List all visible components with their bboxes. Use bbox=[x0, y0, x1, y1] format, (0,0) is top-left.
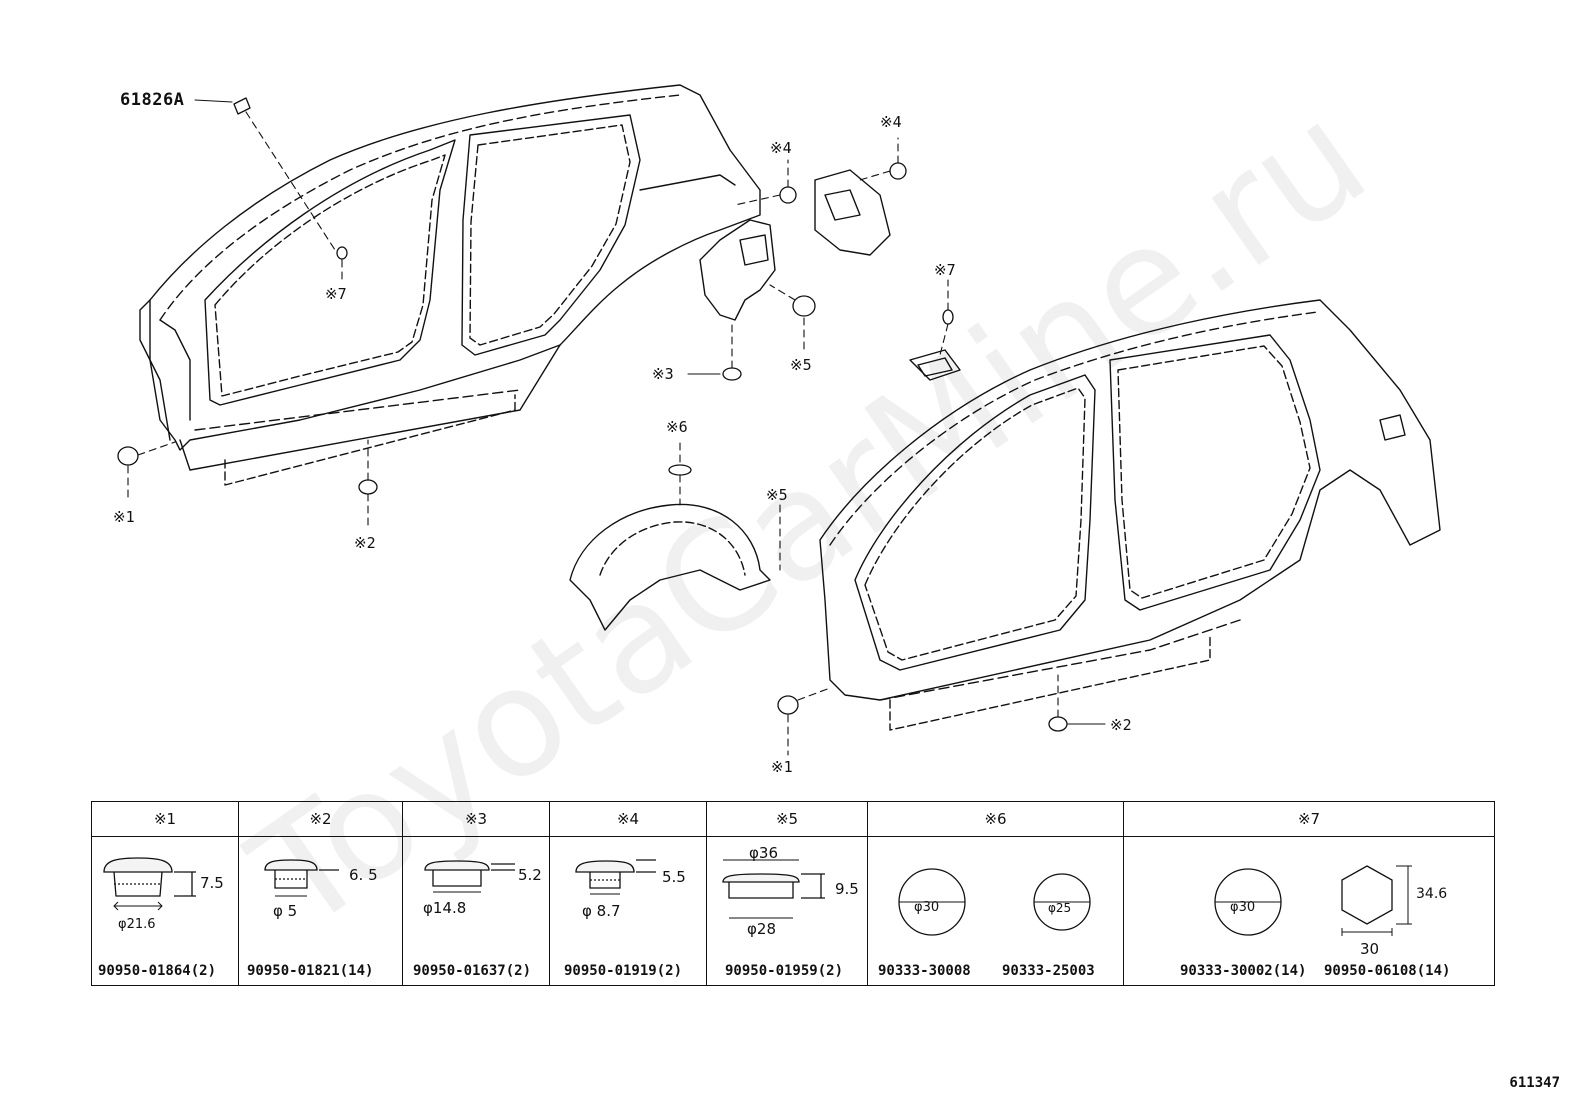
left-side-panel bbox=[139, 84, 761, 486]
callout-4-b: ※4 bbox=[880, 113, 902, 131]
callout-4-a: ※4 bbox=[770, 139, 792, 157]
right-side-panel bbox=[819, 299, 1441, 731]
column-head-4: ※4 bbox=[550, 802, 706, 837]
callout-7-right: ※7 bbox=[934, 261, 956, 279]
part-number-7a: 90333-30002(14) bbox=[1180, 963, 1307, 979]
callout-2-left: ※2 bbox=[354, 534, 376, 552]
callout-7-left: ※7 bbox=[325, 285, 347, 303]
illustration-code: 611347 bbox=[1509, 1075, 1560, 1091]
callout-5-b: ※5 bbox=[766, 486, 788, 504]
dim-hex-height-7: 34.6 bbox=[1416, 886, 1448, 902]
dim-diameter-2: φ 5 bbox=[273, 902, 298, 920]
callout-5-a: ※5 bbox=[790, 356, 812, 374]
dim-diameter-4: φ 8.7 bbox=[582, 902, 621, 920]
part-number-3: 90950-01637(2) bbox=[413, 963, 532, 979]
callout-6: ※6 bbox=[666, 418, 688, 436]
column-head-5: ※5 bbox=[707, 802, 867, 837]
dim-height-5: 9.5 bbox=[835, 880, 859, 898]
body-side-diagram bbox=[117, 84, 1441, 756]
dim-diameter-6b: φ25 bbox=[1048, 901, 1072, 915]
column-head-7: ※7 bbox=[1124, 802, 1494, 837]
table-column-5: ※5 φ36 9.5 φ28 90950-01959(2) bbox=[706, 802, 867, 985]
column-head-1: ※1 bbox=[92, 802, 238, 837]
table-column-3: ※3 5.2 φ14.8 90950-01637(2) bbox=[402, 802, 549, 985]
leader-lines bbox=[127, 99, 1106, 756]
callout-1-left: ※1 bbox=[113, 508, 135, 526]
part-number-1: 90950-01864(2) bbox=[98, 963, 217, 979]
part-number-6a: 90333-30008 bbox=[878, 963, 971, 979]
part-number-6b: 90333-25003 bbox=[1002, 963, 1095, 979]
door-hinge-bracket bbox=[909, 349, 961, 381]
column-head-2: ※2 bbox=[239, 802, 402, 837]
part-number-7b: 90950-06108(14) bbox=[1324, 963, 1451, 979]
rear-wheelhouse-outer bbox=[699, 219, 776, 321]
dim-hex-width-7: 30 bbox=[1360, 940, 1380, 958]
callout-3: ※3 bbox=[652, 365, 674, 383]
dim-height-1: 7.5 bbox=[200, 874, 224, 892]
table-column-6: ※6 φ30 φ25 90333-30008 90333-25003 bbox=[867, 802, 1123, 985]
dim-height-3: 5.2 bbox=[518, 866, 542, 884]
column-head-3: ※3 bbox=[403, 802, 549, 837]
callout-2-right: ※2 bbox=[1110, 716, 1132, 734]
quarter-inner-panel bbox=[814, 169, 891, 256]
table-column-1: ※1 7.5 φ21.6 90950-01864(2) bbox=[92, 802, 238, 985]
part-number-5: 90950-01959(2) bbox=[725, 963, 844, 979]
column-head-6: ※6 bbox=[868, 802, 1123, 837]
dim-height-2: 6. 5 bbox=[349, 866, 378, 884]
dim-diameter-1: φ21.6 bbox=[118, 917, 156, 932]
dim-diameter-6a: φ30 bbox=[914, 900, 940, 915]
table-column-2: ※2 6. 5 φ 5 90950-01821(14) bbox=[238, 802, 402, 985]
part-number-2: 90950-01821(14) bbox=[247, 963, 374, 979]
table-column-7: ※7 φ30 34.6 30 90333-30002(14) 90950-061… bbox=[1123, 802, 1494, 985]
part-number-4: 90950-01919(2) bbox=[564, 963, 683, 979]
callout-1-right: ※1 bbox=[771, 758, 793, 776]
dim-diameter-3: φ14.8 bbox=[423, 899, 467, 917]
fasteners bbox=[117, 97, 1068, 732]
dim-inner-diameter-5: φ28 bbox=[747, 920, 776, 938]
dim-height-4: 5.5 bbox=[662, 868, 686, 886]
part-label-61826a: 61826A bbox=[120, 90, 185, 110]
dim-diameter-7: φ30 bbox=[1230, 900, 1256, 915]
table-column-4: ※4 5.5 φ 8.7 90950-01919(2) bbox=[549, 802, 706, 985]
dim-outer-diameter-5: φ36 bbox=[749, 844, 778, 862]
wheelhouse-inner bbox=[569, 503, 771, 631]
fastener-parts-table: ※1 7.5 φ21.6 90950-01864(2) ※2 6. 5 φ 5 … bbox=[91, 801, 1495, 986]
